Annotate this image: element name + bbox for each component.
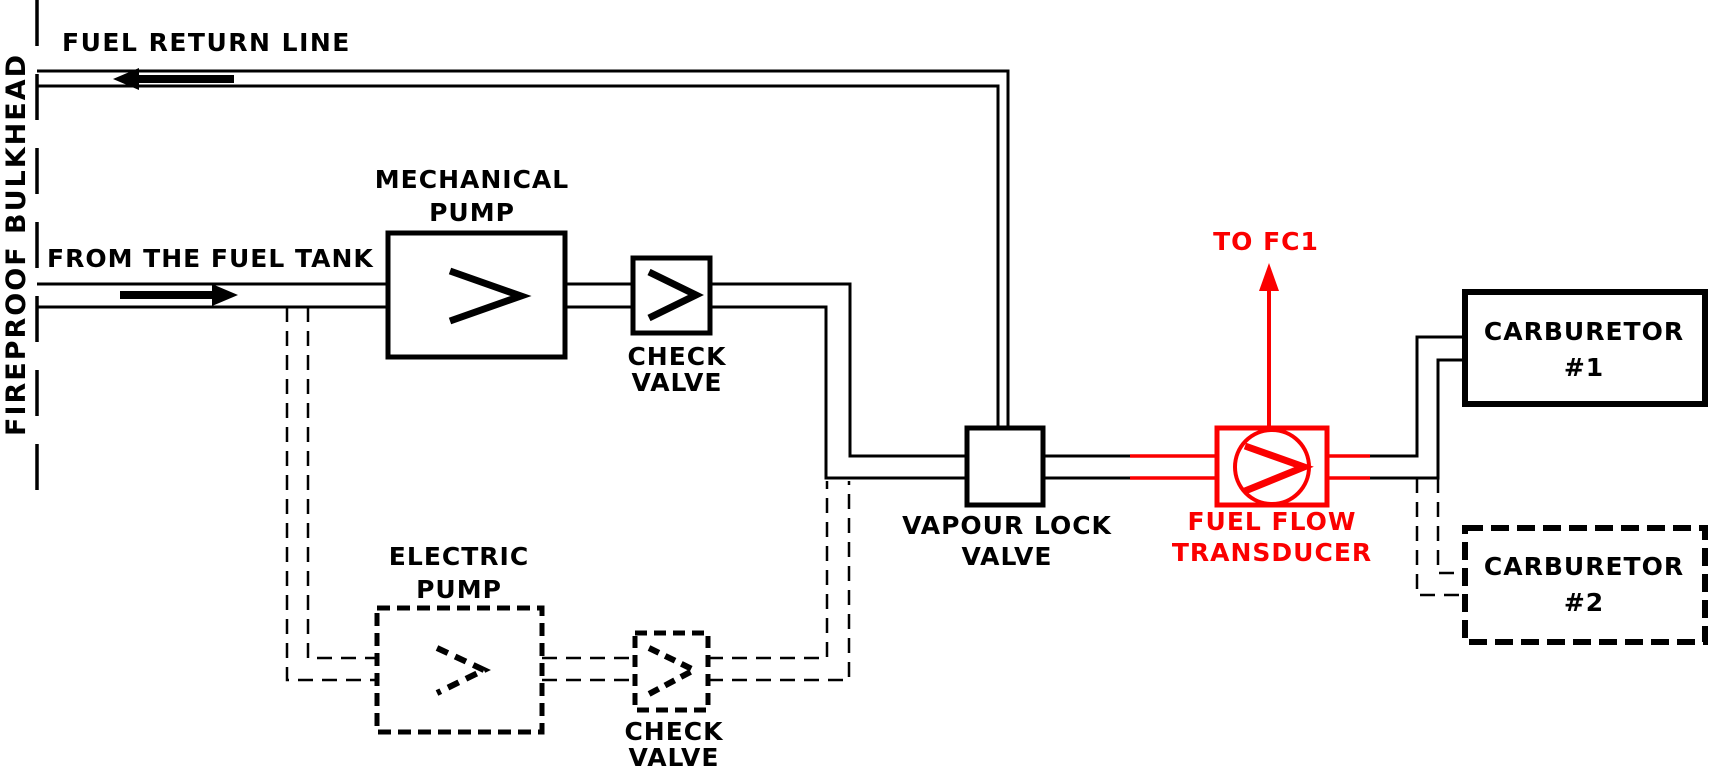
label-fuel-return-line: FUEL RETURN LINE bbox=[62, 28, 351, 57]
label-electric-pump: ELECTRIC PUMP bbox=[388, 542, 530, 604]
fuel-return-pipe-upper bbox=[37, 69, 1010, 428]
label-to-fc1: TO FC1 bbox=[1213, 227, 1319, 256]
return-flow-arrow-shaft bbox=[137, 75, 234, 83]
transducer-to-carb1-pipe-upper bbox=[1370, 335, 1465, 458]
return-flow-arrow-icon bbox=[113, 68, 139, 90]
carburetor-2-box bbox=[1462, 525, 1708, 645]
fuel-flow-transducer-flow-icon bbox=[1243, 442, 1314, 495]
label-from-fuel-tank: FROM THE FUEL TANK bbox=[47, 244, 374, 273]
echeckvalve-to-main-pipe-lower bbox=[708, 481, 851, 682]
checkvalve-to-vlv-pipe-upper bbox=[710, 282, 967, 458]
solid-pipes bbox=[37, 69, 1465, 480]
dashed-pipes bbox=[285, 307, 1465, 682]
fuel-return-pipe-lower bbox=[37, 84, 1000, 428]
vapour-lock-valve-box bbox=[964, 425, 1046, 508]
label-carburetor-1: CARBURETOR #1 bbox=[1483, 317, 1685, 382]
label-mechanical-pump: MECHANICAL PUMP bbox=[374, 165, 570, 227]
carb2-feed-pipe-upper bbox=[1436, 478, 1465, 575]
tank-branch-to-epump-pipe-lower bbox=[285, 307, 377, 682]
checkvalve-to-vlv-pipe-lower bbox=[710, 305, 967, 480]
mechanical-pump-box bbox=[385, 230, 568, 360]
electric-pump-flow-icon bbox=[435, 645, 491, 696]
tank-branch-to-epump-pipe-upper bbox=[306, 307, 377, 660]
carburetor-1-box bbox=[1462, 289, 1708, 407]
tank-flow-arrow-shaft bbox=[120, 291, 214, 299]
tank-flow-arrow-icon bbox=[212, 284, 238, 306]
mechanical-check-valve-flow-icon bbox=[647, 268, 704, 322]
mechanical-pump-flow-icon bbox=[448, 267, 532, 325]
label-electric-check-valve: CHECK VALVE bbox=[624, 717, 724, 772]
label-fuel-flow-transducer: FUEL FLOW TRANSDUCER bbox=[1171, 507, 1373, 567]
flow-arrows bbox=[113, 68, 238, 306]
label-mechanical-check-valve: CHECK VALVE bbox=[627, 342, 727, 397]
transducer-group bbox=[1130, 263, 1370, 508]
label-carburetor-2: CARBURETOR #2 bbox=[1483, 552, 1685, 617]
chevrons bbox=[435, 267, 704, 697]
electric-check-valve-box bbox=[632, 630, 711, 713]
electric-pump-box bbox=[374, 605, 545, 735]
echeckvalve-to-main-pipe-upper bbox=[708, 481, 829, 660]
label-fireproof-bulkhead: FIREPROOF BULKHEAD bbox=[1, 52, 32, 436]
to-fc1-arrow-icon bbox=[1259, 263, 1279, 291]
label-vapour-lock-valve: VAPOUR LOCK VALVE bbox=[902, 511, 1112, 571]
carb2-feed-pipe-lower bbox=[1415, 478, 1465, 597]
transducer-to-carb1-pipe-lower bbox=[1370, 358, 1465, 480]
